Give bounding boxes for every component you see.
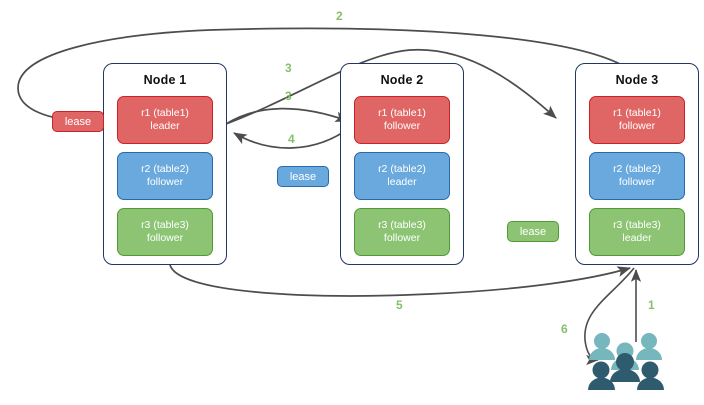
lease-badge-r3[interactable]: lease: [507, 221, 559, 242]
step-label-4: 4: [288, 132, 295, 146]
node-2-range-r2[interactable]: r2 (table2) leader: [354, 152, 450, 200]
arrow-step-5: [169, 264, 631, 297]
node-2-range-r3[interactable]: r3 (table3) follower: [354, 208, 450, 256]
step-label-5: 5: [396, 298, 403, 312]
range-role: leader: [150, 120, 180, 132]
range-name: r3 (table3): [613, 219, 661, 231]
node-1-box[interactable]: Node 1 r1 (table1) leader r2 (table2) fo…: [103, 63, 227, 265]
node-2-title: Node 2: [380, 73, 424, 87]
range-role: follower: [618, 120, 656, 132]
step-label-2: 2: [336, 9, 343, 23]
node-3-range-r2[interactable]: r2 (table2) follower: [589, 152, 685, 200]
lease-badge-r2[interactable]: lease: [277, 166, 329, 187]
arrow-step-4: [233, 125, 353, 149]
range-name: r3 (table3): [141, 219, 189, 231]
range-name: r2 (table2): [141, 163, 189, 175]
range-name: r2 (table2): [613, 163, 661, 175]
range-role: follower: [146, 176, 184, 188]
range-role: leader: [387, 176, 417, 188]
range-name: r1 (table1): [378, 107, 426, 119]
node-3-box[interactable]: Node 3 r1 (table1) follower r2 (table2) …: [575, 63, 699, 265]
node-3-range-r1[interactable]: r1 (table1) follower: [589, 96, 685, 144]
range-role: follower: [383, 232, 421, 244]
range-role: follower: [383, 120, 421, 132]
node-1-range-r3[interactable]: r3 (table3) follower: [117, 208, 213, 256]
arrow-step-2: [17, 27, 641, 127]
lease-label: lease: [519, 225, 547, 238]
node-1-range-r1[interactable]: r1 (table1) leader: [117, 96, 213, 144]
node-1-title: Node 1: [143, 73, 187, 87]
node-3-range-r3[interactable]: r3 (table3) leader: [589, 208, 685, 256]
range-role: follower: [146, 232, 184, 244]
range-name: r3 (table3): [378, 219, 426, 231]
step-label-1: 1: [648, 298, 655, 312]
arrow-step-3-short: [225, 107, 349, 125]
node-2-range-r1[interactable]: r1 (table1) follower: [354, 96, 450, 144]
step-label-3b: 3: [285, 89, 292, 103]
users-group-icon: [588, 333, 664, 390]
step-label-6: 6: [561, 322, 568, 336]
range-name: r1 (table1): [613, 107, 661, 119]
range-name: r1 (table1): [141, 107, 189, 119]
lease-label: lease: [289, 170, 317, 183]
lease-badge-r1[interactable]: lease: [52, 111, 104, 132]
range-role: follower: [618, 176, 656, 188]
node-2-box[interactable]: Node 2 r1 (table1) follower r2 (table2) …: [340, 63, 464, 265]
lease-label: lease: [64, 115, 92, 128]
node-3-title: Node 3: [615, 73, 659, 87]
step-label-3a: 3: [285, 61, 292, 75]
arrow-step-3-long: [225, 48, 557, 125]
range-role: leader: [622, 232, 652, 244]
range-name: r2 (table2): [378, 163, 426, 175]
node-1-range-r2[interactable]: r2 (table2) follower: [117, 152, 213, 200]
